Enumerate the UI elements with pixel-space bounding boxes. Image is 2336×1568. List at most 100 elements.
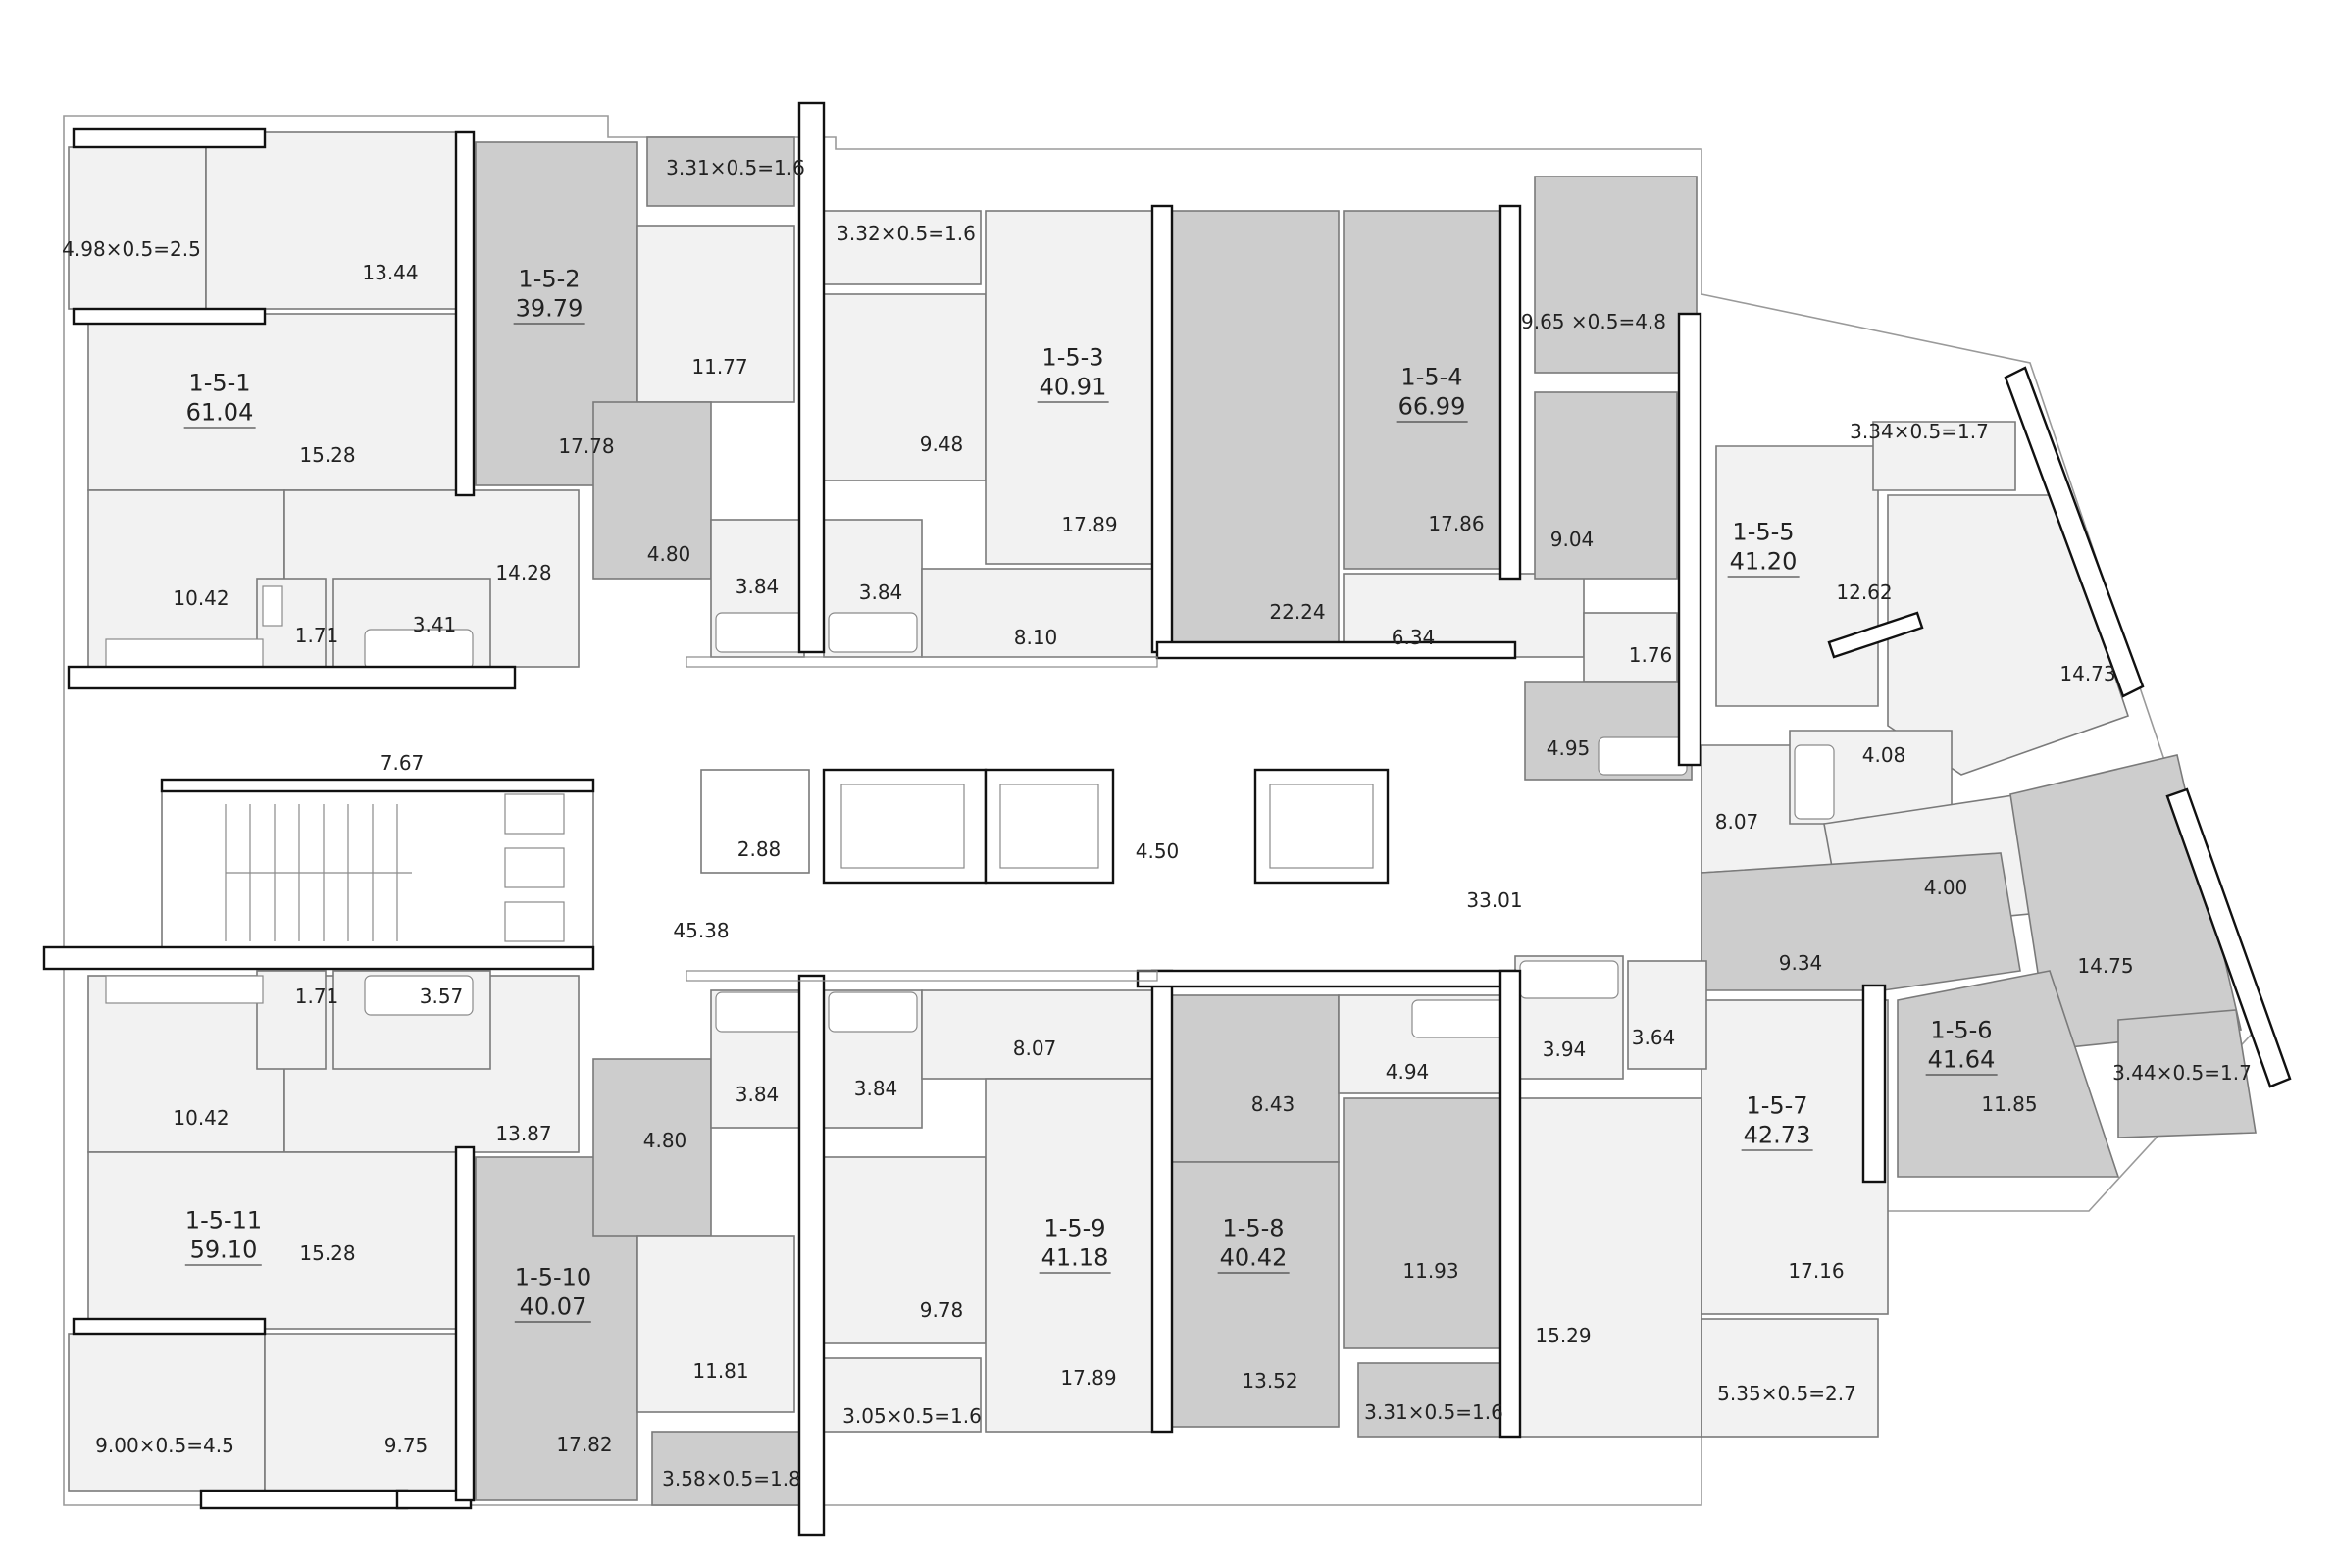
balcony-label: 3.44×0.5=1.7 [2112, 1061, 2252, 1085]
apartment-id: 1-5-7 [1746, 1091, 1808, 1120]
apartment-1-5-9-label: 1-5-9 41.18 [1039, 1214, 1111, 1274]
apartment-id: 1-5-4 [1400, 363, 1463, 391]
room-17-89-top [985, 210, 1158, 565]
room-area: 3.64 [1631, 1026, 1676, 1049]
room-area: 8.10 [1013, 626, 1058, 649]
room-area: 13.87 [495, 1122, 552, 1145]
room-13-44 [205, 131, 462, 310]
room-area: 3.84 [858, 581, 903, 604]
apartment-1-5-11-label: 1-5-11 59.10 [184, 1206, 263, 1266]
room-area: 2.88 [736, 837, 782, 861]
hall-3-64 [1627, 960, 1707, 1070]
apartment-id: 1-5-5 [1732, 518, 1795, 546]
room-area: 14.75 [2077, 954, 2134, 978]
lift-lobby-2-88 [700, 769, 810, 874]
room-area: 9.78 [919, 1298, 964, 1322]
apartment-id: 1-5-6 [1930, 1016, 1993, 1044]
hall-4-80 [592, 401, 712, 580]
balcony-label: 9.00×0.5=4.5 [95, 1434, 234, 1457]
balcony-1-5-11 [68, 1333, 266, 1492]
apartment-id: 1-5-11 [184, 1206, 263, 1235]
room-area: 33.01 [1466, 888, 1523, 912]
room-11-93 [1343, 1097, 1511, 1349]
room-area: 6.34 [1391, 626, 1436, 649]
room-area: 17.78 [558, 434, 615, 458]
room-area: 9.04 [1549, 528, 1595, 551]
apartment-1-5-4-label: 1-5-4 66.99 [1396, 363, 1468, 423]
balcony-1-5-5 [1872, 421, 2016, 491]
room-area: 1.71 [294, 624, 339, 647]
apartment-1-5-2-label: 1-5-2 39.79 [513, 265, 585, 325]
hall-4-80-b [592, 1058, 712, 1237]
room-area: 8.43 [1250, 1092, 1295, 1116]
balcony-1-5-7 [1701, 1318, 1879, 1438]
apartment-1-5-1-label: 1-5-1 61.04 [183, 369, 256, 429]
hall-8-07 [921, 989, 1158, 1080]
balcony-1-5-10 [651, 1431, 800, 1506]
room-area: 22.24 [1269, 600, 1326, 624]
room-17-86 [1343, 210, 1511, 570]
hall-8-43 [1171, 994, 1340, 1163]
apartment-total-area: 41.18 [1039, 1243, 1111, 1274]
room-9-04 [1534, 391, 1678, 580]
room-area: 45.38 [673, 919, 730, 942]
room-area: 9.48 [919, 432, 964, 456]
lift-2 [984, 768, 1115, 885]
room-area: 1.76 [1628, 643, 1673, 667]
room-area: 4.94 [1385, 1060, 1430, 1084]
room-9-75 [264, 1333, 462, 1492]
stair [161, 784, 594, 952]
balcony-1-5-1 [68, 146, 207, 310]
room-area: 15.28 [299, 443, 356, 467]
room-area: 10.42 [173, 586, 229, 610]
apartment-total-area: 39.79 [513, 294, 585, 325]
balcony-label: 5.35×0.5=2.7 [1717, 1382, 1856, 1405]
balcony-label: 3.58×0.5=1.8 [662, 1467, 801, 1491]
apartment-total-area: 40.91 [1037, 373, 1109, 403]
apartment-id: 1-5-9 [1043, 1214, 1106, 1242]
room-17-16 [1701, 999, 1889, 1315]
apartment-total-area: 41.20 [1727, 547, 1800, 578]
balcony-label: 3.34×0.5=1.7 [1850, 420, 1989, 443]
balcony-label: 3.31×0.5=1.6 [666, 156, 805, 179]
apartment-total-area: 41.64 [1925, 1045, 1998, 1076]
room-area: 4.80 [642, 1129, 687, 1152]
room-17-89-bottom [985, 1078, 1158, 1433]
room-9-48 [823, 293, 987, 481]
room-area: 3.57 [419, 985, 464, 1008]
balcony-label: 3.31×0.5=1.6 [1364, 1400, 1503, 1424]
room-9-78 [823, 1156, 987, 1344]
room-11-77 [636, 225, 795, 403]
apartment-1-5-5-label: 1-5-5 41.20 [1727, 518, 1800, 578]
apartment-id: 1-5-1 [188, 369, 251, 397]
room-area: 9.75 [383, 1434, 429, 1457]
apartment-1-5-6-label: 1-5-6 41.64 [1925, 1016, 1998, 1076]
apartment-1-5-8-label: 1-5-8 40.42 [1217, 1214, 1290, 1274]
balcony-label: 3.32×0.5=1.6 [837, 222, 976, 245]
apartment-id: 1-5-2 [518, 265, 581, 293]
room-area: 4.08 [1861, 743, 1906, 767]
room-area: 13.52 [1242, 1369, 1298, 1392]
balcony-1-5-4 [1534, 176, 1698, 374]
room-area: 11.81 [692, 1359, 749, 1383]
room-area: 4.80 [646, 542, 691, 566]
room-22-24 [1171, 210, 1340, 653]
bath-1-71-b [256, 970, 327, 1070]
room-area: 3.41 [412, 613, 457, 636]
apartment-id: 1-5-10 [514, 1263, 592, 1291]
room-area: 1.71 [294, 985, 339, 1008]
room-area: 9.34 [1778, 951, 1823, 975]
balcony-1-5-6 [2117, 1009, 2257, 1138]
apartment-total-area: 40.42 [1217, 1243, 1290, 1274]
apartment-total-area: 61.04 [183, 398, 256, 429]
apartment-total-area: 42.73 [1741, 1121, 1813, 1151]
room-area: 4.95 [1546, 736, 1591, 760]
balcony-label: 3.05×0.5=1.6 [842, 1404, 982, 1428]
hall-8-10 [921, 568, 1158, 658]
room-area: 3.84 [853, 1077, 898, 1100]
room-area: 7.67 [380, 751, 425, 775]
stair-steps [225, 804, 412, 941]
room-area: 14.28 [495, 561, 552, 584]
room-area: 15.29 [1535, 1324, 1592, 1347]
